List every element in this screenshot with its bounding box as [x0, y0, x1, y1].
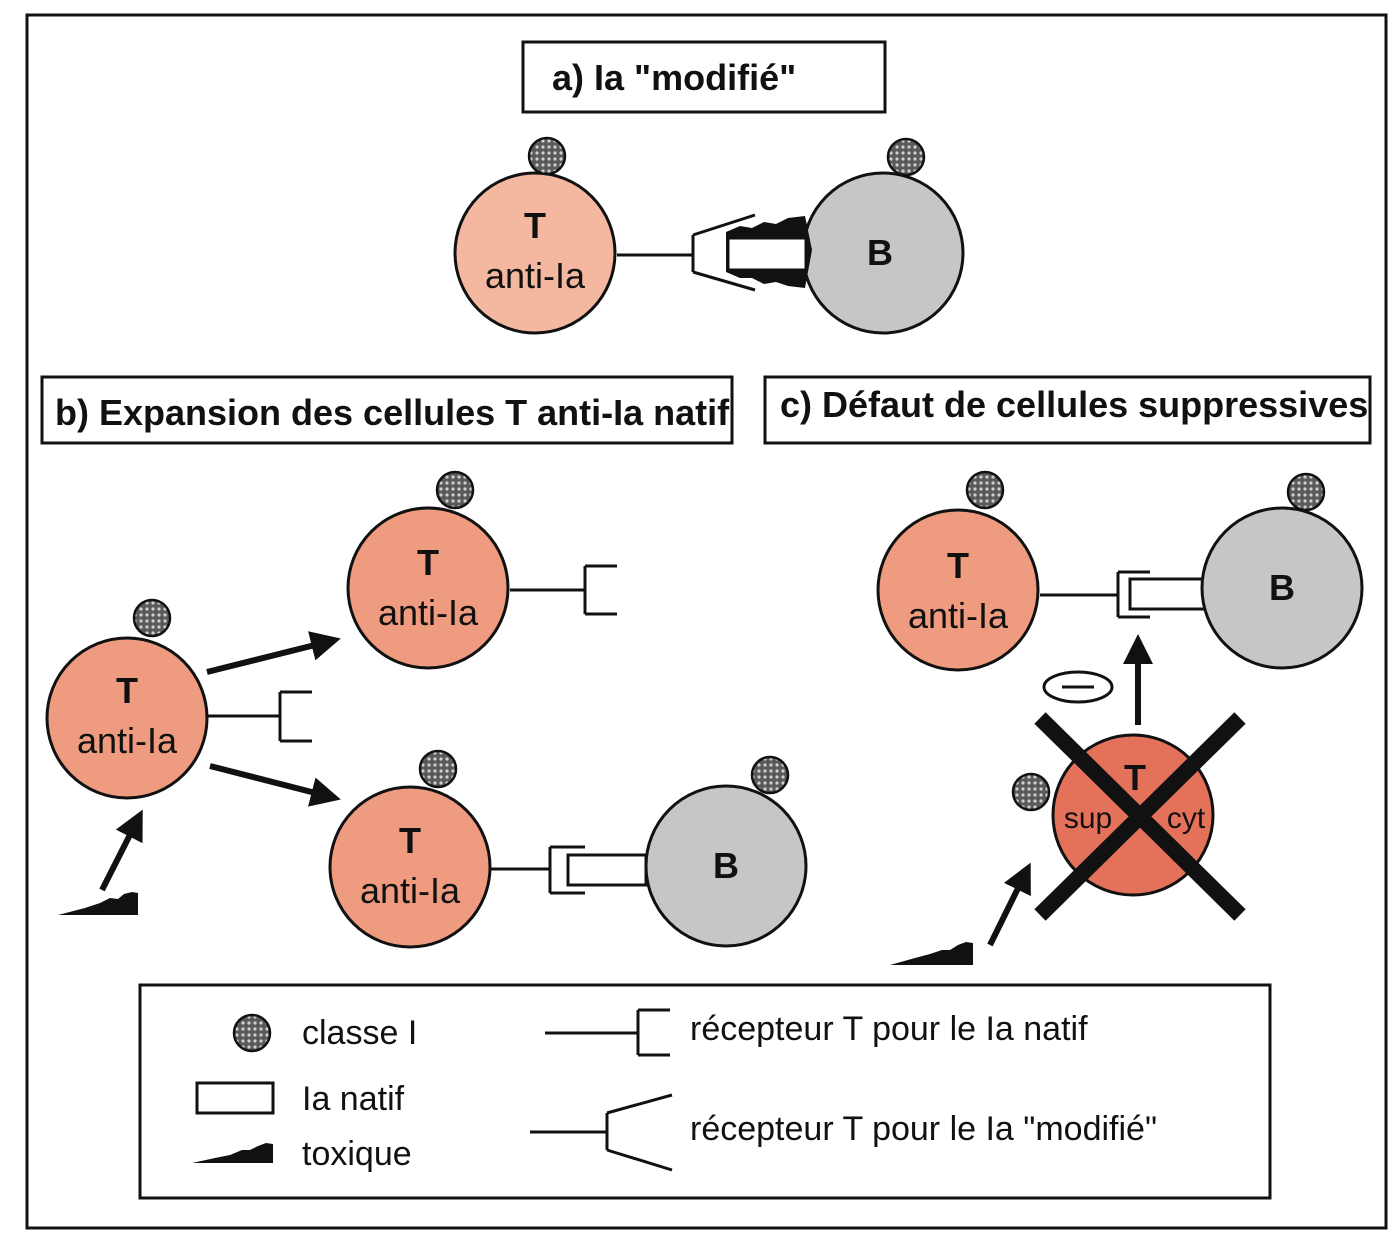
panel-c: c) Défaut de cellules suppressives T ant…	[763, 375, 1372, 965]
panel-c-title-box	[763, 375, 1372, 445]
class-i-icon	[527, 136, 567, 176]
t-cell	[328, 785, 492, 949]
b-cell	[1200, 506, 1364, 670]
t-cell-sublabel: anti-Ia	[908, 595, 1009, 636]
b-cell-label: B	[1269, 567, 1295, 608]
receptor-native-icon	[207, 690, 312, 743]
outer-frame	[25, 13, 1388, 1230]
ia-natif-icon	[1128, 577, 1210, 611]
panel-a-title: a) Ia "modifié"	[552, 57, 796, 98]
t-cell-label: T	[524, 205, 546, 246]
b-cell-label: B	[867, 232, 893, 273]
toxique-icon	[890, 942, 973, 965]
b-cell	[644, 784, 808, 948]
t-cell	[876, 508, 1040, 672]
t-cell	[346, 506, 510, 670]
class-i-icon	[132, 598, 172, 638]
class-i-icon	[232, 1013, 272, 1053]
t-cell-sublabel: anti-Ia	[485, 255, 586, 296]
t-cell	[45, 636, 209, 800]
legend-class-i-label: classe I	[302, 1014, 417, 1052]
receptor-native-icon	[545, 1008, 670, 1057]
legend-receptor-modified-label: récepteur T pour le Ia "modifié"	[690, 1110, 1157, 1148]
ia-natif-icon	[195, 1081, 275, 1115]
t-sup-right-label: cyt	[1167, 802, 1206, 835]
t-cell-sublabel: anti-Ia	[378, 592, 479, 633]
receptor-modified-icon	[530, 1093, 673, 1172]
panel-c-title: c) Défaut de cellules suppressives	[780, 384, 1368, 425]
legend-ia-natif-label: Ia natif	[302, 1080, 405, 1118]
class-i-icon	[418, 749, 458, 789]
panel-a-title-box	[521, 40, 887, 114]
expansion-arrow	[206, 631, 341, 675]
toxique-icon	[192, 1143, 273, 1163]
legend: classe I Ia natif toxique récepteur T po…	[138, 983, 1272, 1200]
class-i-icon	[886, 137, 926, 177]
ia-natif-icon	[566, 853, 648, 887]
expansion-arrow	[209, 763, 341, 807]
receptor-native-icon	[510, 564, 617, 616]
toxique-icon	[58, 892, 138, 915]
t-cell-label: T	[947, 545, 969, 586]
legend-receptor-native-label: récepteur T pour le Ia natif	[690, 1010, 1088, 1048]
receptor-native-icon	[490, 845, 585, 895]
panel-b: b) Expansion des cellules T anti-Ia nati…	[40, 375, 808, 949]
legend-toxique-label: toxique	[302, 1135, 412, 1173]
toxique-arrow	[99, 809, 143, 892]
t-sup-label: T	[1124, 757, 1146, 798]
panel-b-title: b) Expansion des cellules T anti-Ia nati…	[55, 392, 730, 433]
panel-b-title-box	[40, 375, 734, 445]
t-cell	[453, 171, 617, 335]
t-cell-sublabel: anti-Ia	[360, 870, 461, 911]
ia-natif-icon	[726, 236, 808, 272]
class-i-icon	[1286, 472, 1326, 512]
receptor-native-icon	[1040, 570, 1150, 619]
legend-box	[138, 983, 1272, 1200]
t-sup-left-label: sup	[1064, 802, 1112, 835]
class-i-icon	[965, 470, 1005, 510]
class-i-icon	[1011, 772, 1051, 812]
class-i-icon	[435, 470, 475, 510]
t-cell-label: T	[116, 670, 138, 711]
class-i-icon	[750, 755, 790, 795]
t-cell-label: T	[417, 542, 439, 583]
panel-a: a) Ia "modifié" T anti-Ia B	[453, 40, 965, 335]
receptor-modified-icon	[617, 213, 756, 292]
b-cell-label: B	[713, 845, 739, 886]
toxique-arrow	[987, 862, 1031, 947]
t-cell-label: T	[399, 820, 421, 861]
t-cell-sublabel: anti-Ia	[77, 720, 178, 761]
cross-out-icon	[1034, 712, 1246, 921]
